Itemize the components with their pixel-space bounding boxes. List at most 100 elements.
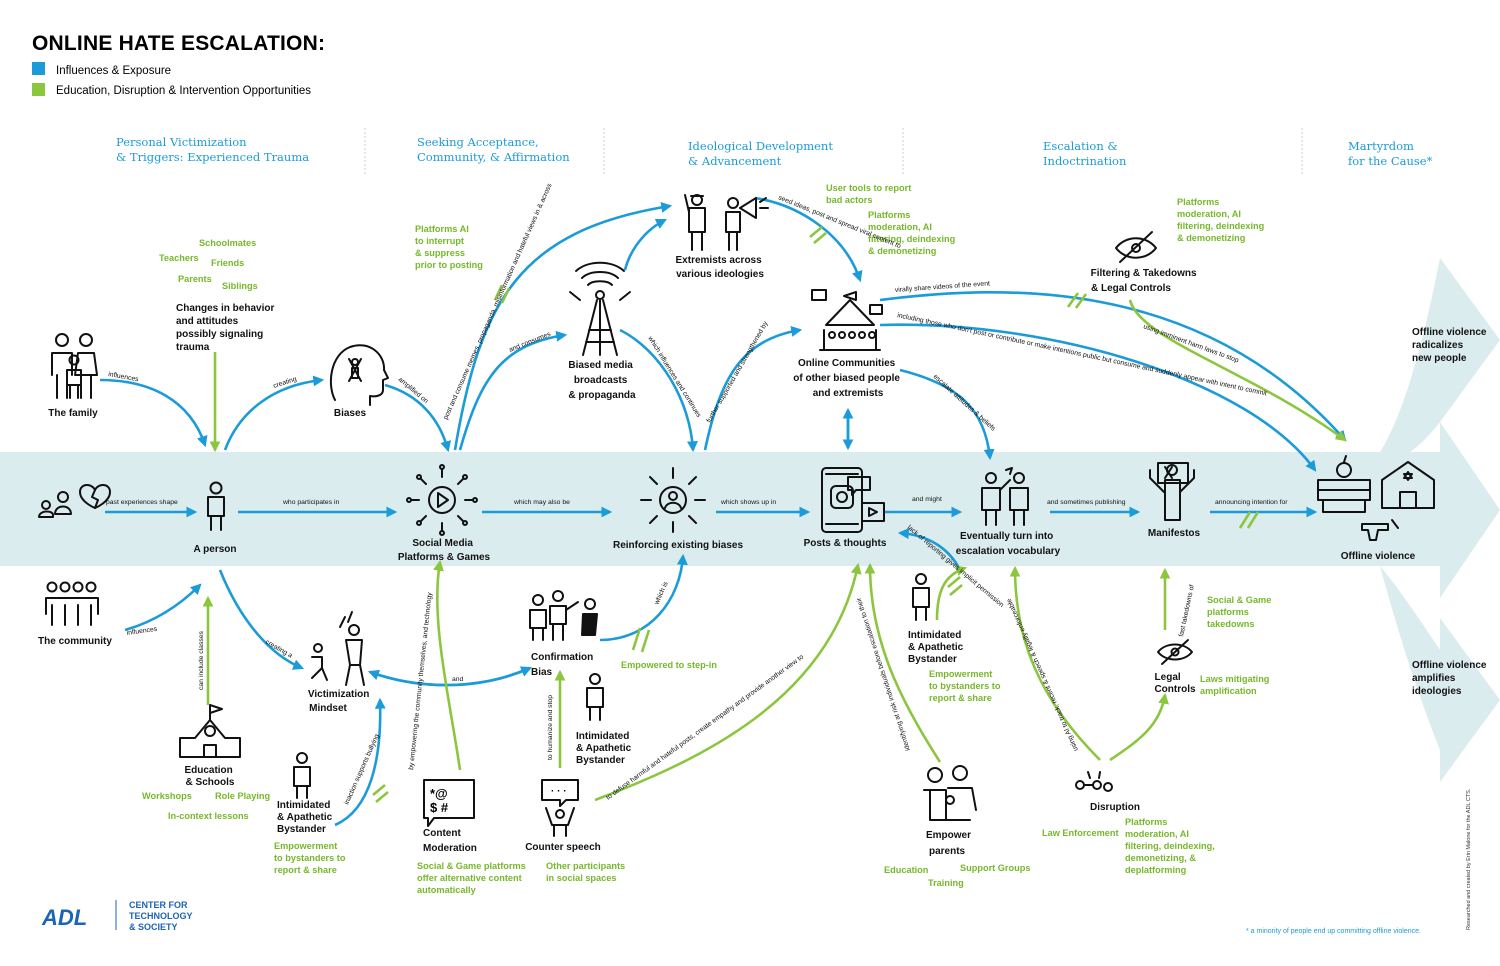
edge-creating-a: creating a [264, 639, 294, 660]
node-online-communities: Online Communities of other biased peopl… [793, 358, 902, 399]
green-platforms-ai: Platforms AI to interrupt & suppress pri… [415, 224, 483, 270]
school-icon [179, 704, 241, 758]
edge-by-empowering: by empowering the community themselves, … [408, 592, 434, 771]
victimization-icon [311, 611, 365, 686]
green-empowered: Empowered to step-in [621, 660, 717, 670]
edge-can-include: can include classes [198, 630, 205, 690]
edge-past-experiences: past experiences shape [106, 499, 178, 506]
node-legal-controls: Legal Controls [1154, 672, 1196, 695]
stage-2-line1: Seeking Acceptance, [417, 135, 539, 149]
edge-to-humanize: to humanize and stop [547, 695, 554, 760]
green-labels: Schoolmates Teachers Friends Parents Sib… [142, 183, 1272, 895]
green-arrows [202, 226, 1347, 803]
green-teachers: Teachers [159, 253, 199, 263]
bystander-icon-3 [912, 573, 930, 621]
node-amplifies: Offline violence amplifies ideologies [1412, 660, 1489, 697]
edge-using-ai: using AI to track, recent & speech & leg… [1006, 597, 1080, 752]
head-bias-icon [329, 344, 389, 406]
legal-eye-off-icon [1157, 639, 1193, 665]
edge-which-may-also-be: which may also be [513, 499, 570, 506]
manifesto-icon [1149, 462, 1195, 521]
node-empower-parents: Empower parents [926, 830, 974, 857]
stage-2-line2: Community, & Affirmation [417, 150, 570, 164]
node-education: Education & Schools [184, 765, 235, 788]
node-extremists: Extremists across various ideologies [676, 255, 765, 280]
confrontation-icon [981, 467, 1029, 526]
edge-escalate: escalate attitudes & beliefs [932, 373, 997, 433]
node-person: A person [194, 544, 237, 555]
node-victimization: Victimization Mindset [308, 689, 372, 714]
green-platforms-mod-2: Platforms moderation, AI filtering, dein… [1177, 197, 1267, 243]
stage-5-line2: for the Cause* [1348, 154, 1433, 168]
node-disruption: Disruption [1090, 802, 1140, 813]
edge-identifying: identifying at risk individuals before e… [855, 596, 912, 752]
posts-phone-icon [821, 467, 885, 533]
stage-1-line1: Personal Victimization [116, 135, 247, 149]
footnote: * a minority of people end up committing… [1246, 928, 1421, 935]
green-schoolmates: Schoolmates [199, 238, 256, 248]
speech-dots: · · · [551, 786, 567, 797]
stage-5-line1: Martyrdom [1348, 139, 1414, 153]
green-other-participants: Other participants in social spaces [546, 861, 628, 883]
green-platforms-mod-1: Platforms moderation, AI filtering, dein… [868, 210, 958, 256]
legend-green-label: Education, Disruption & Intervention Opp… [56, 85, 311, 97]
node-manifestos: Manifestos [1148, 528, 1201, 539]
node-labels: The family A person Biases Changes in be… [38, 255, 1489, 857]
edge-who-participates: who participates in [282, 499, 340, 506]
green-role-playing: Role Playing [215, 791, 270, 801]
page-title: ONLINE HATE ESCALATION: [32, 32, 325, 55]
community-icon [45, 581, 99, 626]
green-laws-mitigating: Laws mitigating amplification [1200, 674, 1272, 696]
edge-further-supported: further supported and strengthened by [706, 320, 770, 424]
reinforcing-icon [640, 467, 706, 533]
green-siblings: Siblings [222, 281, 258, 291]
adl-logo: ADL [41, 905, 87, 930]
node-biased-media: Biased media broadcasts & propaganda [568, 360, 636, 401]
edge-announcing: announcing intention for [1215, 499, 1288, 506]
green-law-enforcement: Law Enforcement [1042, 828, 1119, 838]
symbols-bottom: $ # [430, 800, 449, 815]
node-offline-violence: Offline violence [1341, 551, 1416, 562]
edge-which-influences: which influences and continues [646, 335, 703, 420]
family-icon [51, 333, 98, 399]
node-social-media: Social Media Platforms & Games [398, 538, 491, 563]
cts-logo: CENTER FOR TECHNOLOGY & SOCIETY [129, 900, 195, 932]
green-platforms-mod-3: Platforms moderation, AI filtering, dein… [1125, 817, 1217, 875]
edge-which-shows-up-in: which shows up in [720, 499, 776, 506]
person-hand-heart-icon [38, 484, 111, 518]
confirmation-bias-icon [529, 590, 598, 641]
extremists-megaphone-icon [684, 194, 769, 251]
bystander-icon-1 [293, 752, 311, 799]
node-community: The community [38, 636, 112, 647]
stage-headings: Personal Victimization & Triggers: Exper… [116, 135, 1433, 168]
parents-icon [923, 765, 977, 821]
person-icon [207, 481, 225, 531]
green-empowerment-2: Empowerment to bystanders to report & sh… [929, 669, 1003, 703]
blue-arrows [99, 196, 1347, 827]
stage-4-line2: Indoctrination [1043, 154, 1127, 168]
broadcast-tower-icon [569, 261, 631, 356]
green-user-tools: User tools to report bad actors [826, 183, 914, 205]
edge-and-consumes: and consumes [508, 331, 552, 354]
edge-fast-takedowns: fast takedowns of [1178, 584, 1196, 637]
green-social-game: Social & Game platforms offer alternativ… [417, 861, 528, 895]
green-empowerment-1: Empowerment to bystanders to report & sh… [274, 841, 348, 875]
legend-green-swatch [32, 83, 45, 96]
node-content-moderation: Content Moderation [423, 828, 477, 854]
credit: Researched and created by Erin Malone fo… [1466, 788, 1472, 930]
node-counter-speech: Counter speech [525, 842, 601, 853]
node-radicalizes: Offline violence radicalizes new people [1412, 327, 1489, 364]
disruption-icon [1075, 771, 1113, 792]
edge-influences-2: influences [126, 626, 158, 637]
social-media-icon [406, 464, 478, 536]
offline-violence-icon [1317, 455, 1435, 541]
stage-dividers [364, 128, 1303, 176]
green-in-context: In-context lessons [168, 811, 249, 821]
green-parents: Parents [178, 274, 212, 284]
legend-blue-label: Influences & Exposure [56, 65, 171, 77]
green-education: Education [884, 865, 929, 875]
bystander-icon-2 [586, 673, 604, 721]
eye-off-icon [1115, 231, 1157, 263]
node-posts: Posts & thoughts [804, 538, 887, 549]
